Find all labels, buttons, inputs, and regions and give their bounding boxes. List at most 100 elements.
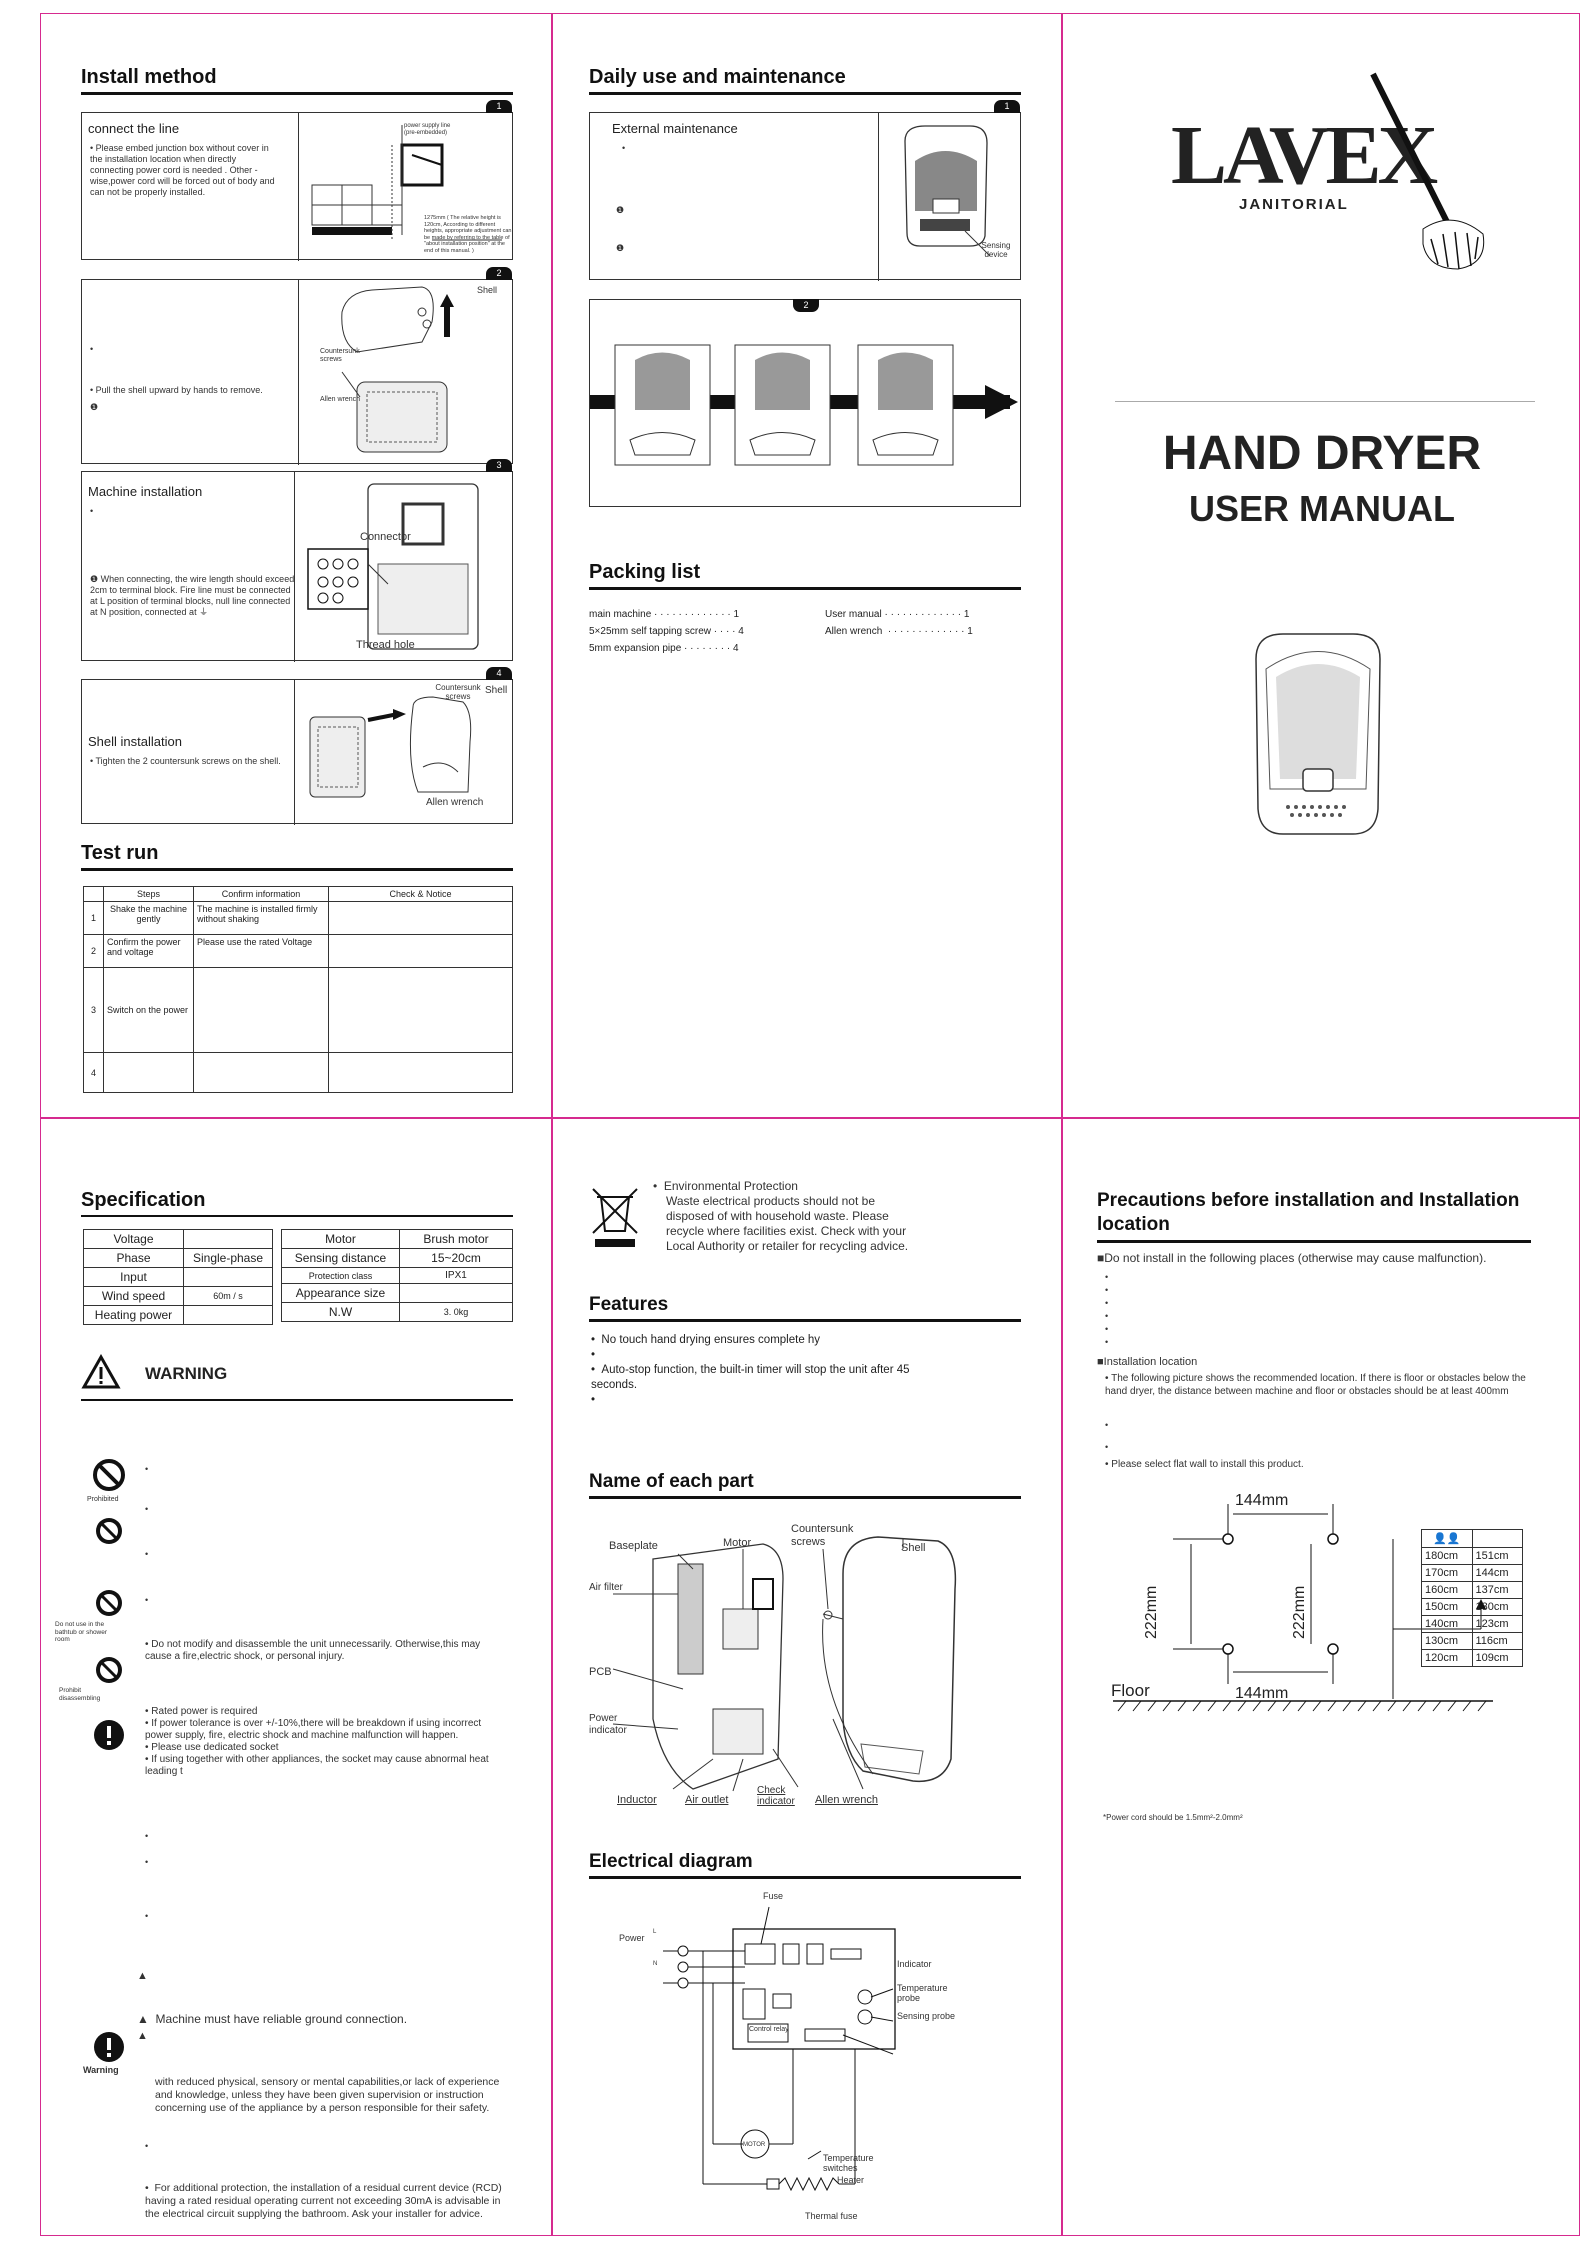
height-header-blank xyxy=(1471,1529,1523,1548)
table-row: 1 Shake the machine gently The machine i… xyxy=(83,901,513,935)
install-title: Install method xyxy=(81,66,513,95)
parts-diagram xyxy=(612,1536,957,1792)
row-num: 4 xyxy=(83,1052,104,1093)
rcd-text-content: For additional protection, the installat… xyxy=(145,2182,502,2220)
step3-bullet-empty: • xyxy=(90,506,94,516)
feature-item: • No touch hand drying ensures complete … xyxy=(591,1334,821,1346)
elec-temp-probe: Temperature probe xyxy=(897,1983,948,2003)
install-height: 109cm xyxy=(1471,1649,1523,1667)
power-item: • Rated power is required xyxy=(145,1706,258,1717)
install-height: 137cm xyxy=(1471,1581,1523,1599)
packing-item-name: 5mm expansion pipe xyxy=(589,643,682,654)
spec-value xyxy=(183,1305,273,1325)
elec-title: Electrical diagram xyxy=(589,1851,1021,1879)
features-list: • No touch hand drying ensures complete … xyxy=(591,1333,1011,1408)
dim-width-top: 144mm xyxy=(1235,1492,1289,1509)
elec-n: N xyxy=(653,1961,658,1967)
step1-height-note: 1275mm ( The relative height is 120cm, A… xyxy=(424,215,512,254)
packing-item-name: Allen wrench xyxy=(825,626,883,637)
location-title-content: Installation location xyxy=(1103,1356,1198,1368)
power-item: • If using together with other appliance… xyxy=(145,1754,489,1777)
dim-height-left: 222mm xyxy=(1143,1585,1160,1639)
spec-key: Input xyxy=(83,1267,184,1287)
daily-step1-box: 1 External maintenance • ❶ ❶ Sensing dev… xyxy=(589,100,1021,281)
step4-title: Shell installation xyxy=(88,734,182,749)
spec-row: Voltage xyxy=(83,1229,273,1249)
warning-mandatory-icon xyxy=(94,2032,124,2062)
packing-item: Allen wrench · · · · · · · · · · · · · 1 xyxy=(825,626,973,637)
packing-item-qty: 4 xyxy=(738,626,744,637)
feature-text: No touch hand drying ensures complete hy xyxy=(601,1334,821,1346)
flat-wall-text: • Please select flat wall to install thi… xyxy=(1105,1459,1304,1470)
cover-divider xyxy=(1115,401,1535,402)
warning-bullet: • xyxy=(145,1595,149,1605)
person-height: 130cm xyxy=(1421,1632,1473,1650)
packing-item-qty: 1 xyxy=(967,626,973,637)
row-step: Confirm the power and voltage xyxy=(103,934,194,968)
test-run-title: Test run xyxy=(81,842,513,871)
spec-value xyxy=(399,1283,513,1303)
step4-box: 4 Shell installation • Tighten the 2 cou… xyxy=(81,667,513,825)
feature-item: • xyxy=(591,1349,602,1361)
step3-box: 3 Machine installation • ❶ When connecti… xyxy=(81,459,513,662)
packing-title: Packing list xyxy=(589,561,1021,590)
packing-item-name: User manual xyxy=(825,609,882,620)
spec-row: Input xyxy=(83,1267,273,1287)
spec-key: Appearance size xyxy=(281,1283,400,1303)
daily-step1-number: 1 xyxy=(994,100,1020,113)
step2-note-icon: ❶ xyxy=(90,402,99,412)
warning-bullet: • xyxy=(145,1857,149,1867)
install-height: 123cm xyxy=(1471,1615,1523,1633)
daily-note1-icon: ❶ xyxy=(616,205,625,215)
daily-step2-box: 2 xyxy=(589,299,1021,507)
power-list: • Rated power is required • If power tol… xyxy=(145,1706,495,1778)
step1-divider xyxy=(298,113,299,261)
spec-row: Appearance size xyxy=(281,1283,513,1303)
env-title: • Environmental Protection xyxy=(653,1179,798,1193)
elec-indicator: Indicator xyxy=(897,1959,932,1969)
step4-number: 4 xyxy=(486,667,512,680)
warning-label: Warning xyxy=(83,2065,119,2075)
warning-bullet: • xyxy=(145,1549,149,1559)
row-info: Please use the rated Voltage xyxy=(193,934,329,968)
shell-install-illustration xyxy=(309,696,472,798)
step1-title: connect the line xyxy=(88,121,180,136)
no-install-text-content: Do not install in the following places (… xyxy=(1104,1251,1487,1265)
mop-icon xyxy=(1370,72,1485,270)
spec-key: Motor xyxy=(281,1229,400,1249)
bathtub-label: Do not use in the bathtub or shower room xyxy=(55,1621,108,1643)
disassemble-label: Prohibit disassembling xyxy=(59,1687,101,1702)
daily-title: Daily use and maintenance xyxy=(589,66,1021,95)
spec-value: Single-phase xyxy=(183,1248,273,1268)
table-row: 4 xyxy=(83,1052,513,1093)
install-height: 130cm xyxy=(1471,1598,1523,1616)
power-cord-note: *Power cord should be 1.5mm²-2.0mm² xyxy=(1103,1813,1243,1822)
install-height: 151cm xyxy=(1471,1547,1523,1565)
row-check xyxy=(328,1052,513,1093)
elec-l: L xyxy=(653,1929,657,1935)
flat-wall-text-content: Please select flat wall to install this … xyxy=(1111,1459,1304,1470)
spec-value: Brush motor xyxy=(399,1229,513,1249)
daily-step1-divider xyxy=(878,113,879,281)
table-row: 2 Confirm the power and voltage Please u… xyxy=(83,934,513,968)
hand-drying-sequence xyxy=(590,344,1018,466)
step2-divider xyxy=(298,280,299,465)
spec-key: Phase xyxy=(83,1248,184,1268)
height-header: 👤👤 xyxy=(1421,1529,1523,1548)
ground-text-content: Machine must have reliable ground connec… xyxy=(155,2012,408,2026)
caution-icon: ▲ xyxy=(137,1970,148,1982)
install-height: 144cm xyxy=(1471,1564,1523,1582)
warning-triangle-icon xyxy=(81,1354,121,1389)
cover-subtitle: USER MANUAL xyxy=(1189,488,1455,529)
daily-note2-icon: ❶ xyxy=(616,243,625,253)
packing-item: User manual · · · · · · · · · · · · · 1 xyxy=(825,609,970,620)
row-check xyxy=(328,901,513,935)
step3-divider xyxy=(294,472,295,662)
power-item-text: If power tolerance is over +/-10%,there … xyxy=(145,1718,482,1741)
location-text-content: The following picture shows the recommen… xyxy=(1105,1373,1526,1397)
